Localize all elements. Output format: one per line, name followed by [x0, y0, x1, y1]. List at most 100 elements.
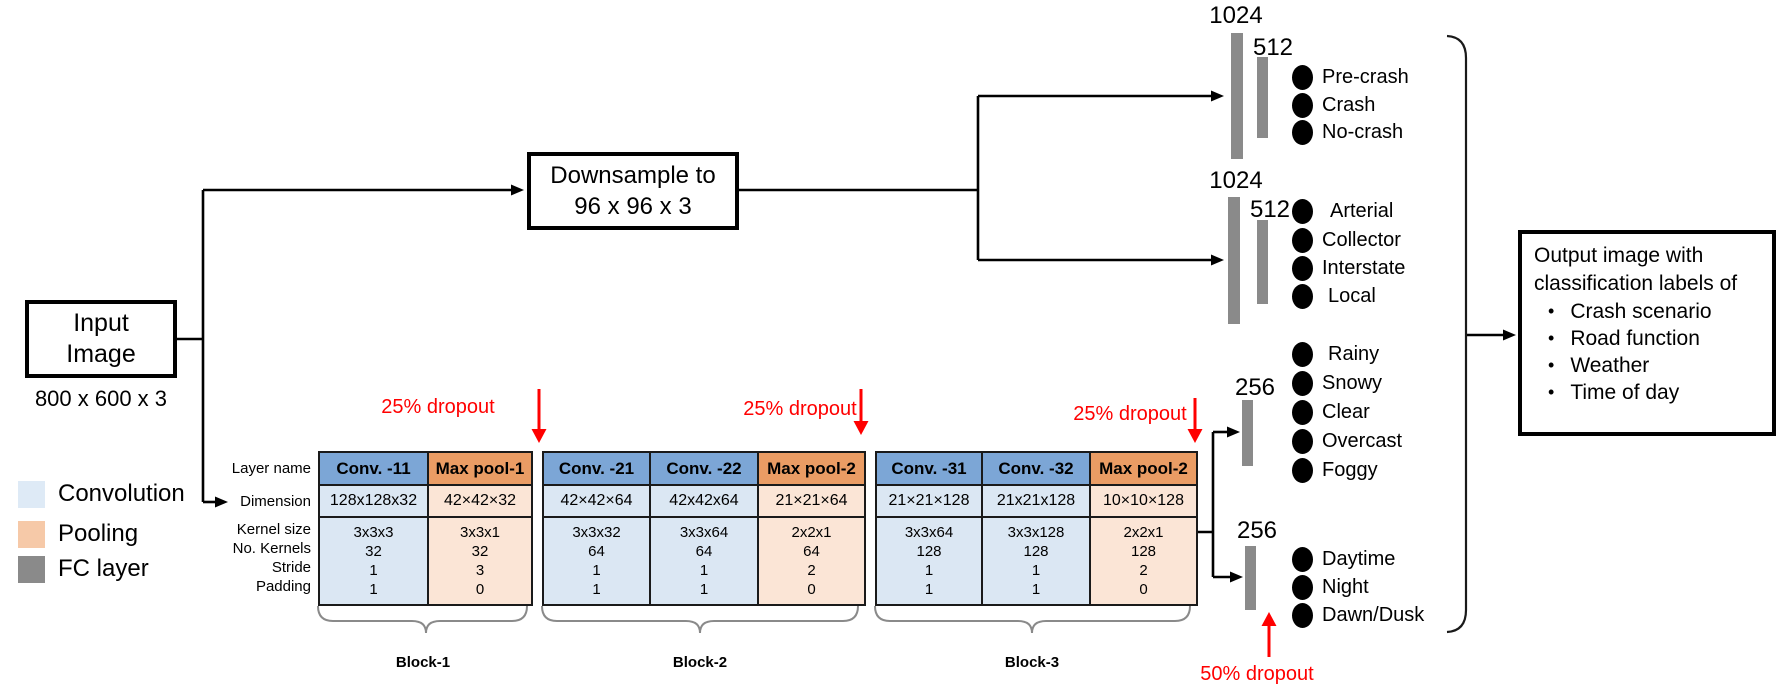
fc-bar-256-time: [1245, 546, 1256, 610]
fc-size-1024-road: 1024: [1209, 167, 1263, 194]
dropout-arrowhead-2: [853, 421, 869, 435]
class-item: Crash: [1292, 92, 1375, 118]
kernel-params-cell: 3x3x1 32 3 0: [427, 516, 533, 606]
class-dot-icon: [1292, 341, 1313, 367]
class-label: Night: [1322, 575, 1369, 598]
padding-value: 1: [699, 581, 709, 598]
block-2-label: Block-2: [672, 654, 728, 671]
row-label-kernel-size: Kernel size: [236, 521, 311, 538]
kernel-params-cell: 2x2x1 64 2 0: [757, 516, 866, 606]
pooling-swatch-icon: [18, 520, 45, 548]
class-label: Local: [1328, 284, 1376, 307]
brace-block-2: [541, 605, 859, 634]
layer-name-cell: Max pool-2: [1089, 451, 1198, 486]
block-3-label: Block-3: [1004, 654, 1060, 671]
dimension-cell: 42x42x64: [649, 484, 759, 518]
dimension-cell: 21x21x128: [981, 484, 1091, 518]
block-2-header-row: Conv. -21 Conv. -22 Max pool-2: [542, 451, 866, 486]
black-connectors: [177, 94, 1503, 579]
class-dot-icon: [1292, 546, 1313, 572]
input-label-line2: Image: [66, 340, 136, 368]
num-kernels-value: 32: [365, 543, 382, 560]
fc-size-256-time: 256: [1236, 517, 1278, 544]
arrowhead-time-fc: [1230, 571, 1243, 583]
padding-value: 0: [1139, 581, 1148, 598]
num-kernels-value: 64: [588, 543, 605, 560]
stride-value: 1: [592, 562, 601, 579]
class-dot-icon: [1292, 64, 1313, 90]
class-label: Rainy: [1328, 342, 1380, 365]
class-item: Collector: [1292, 227, 1401, 253]
output-title-line2: classification labels of: [1534, 272, 1738, 295]
row-label-stride: Stride: [271, 559, 311, 576]
block-3-dimension-row: 21×21×128 21x21x128 10×10×128: [875, 484, 1198, 518]
fc-layer-swatch-icon: [18, 555, 45, 583]
bullet-icon: •: [1548, 355, 1555, 375]
row-label-layer-name: Layer name: [231, 460, 311, 477]
fc-bar-256-weather: [1242, 400, 1253, 466]
legend-label-pooling: Pooling: [58, 520, 139, 547]
red-dropout-arrows: [537, 389, 1271, 657]
dimension-cell: 21×21×128: [875, 484, 983, 518]
block-3-table: Conv. -31 Conv. -32 Max pool-2 21×21×128…: [875, 451, 1198, 606]
dropout-arrowhead-4: [1261, 612, 1277, 626]
class-dot-icon: [1292, 370, 1313, 396]
class-label: Arterial: [1330, 199, 1394, 222]
class-item: Arterial: [1292, 198, 1393, 224]
arrowhead-dimension: [215, 496, 228, 508]
class-label: No-crash: [1322, 120, 1404, 143]
arrowhead-crash-fc: [1211, 90, 1224, 102]
num-kernels-value: 128: [1130, 543, 1157, 560]
legend-label-convolution: Convolution: [58, 480, 185, 507]
block-braces: [317, 605, 1191, 634]
dimension-cell: 42×42×32: [427, 484, 533, 518]
kernel-size-value: 3x3x64: [679, 524, 729, 541]
dimension-cell: 10×10×128: [1089, 484, 1198, 518]
class-label: Dawn/Dusk: [1322, 603, 1425, 626]
block-1-kernel-row: 3x3x3 32 1 1 3x3x1 32 3 0: [318, 516, 533, 606]
padding-value: 1: [369, 581, 378, 598]
num-kernels-value: 128: [1023, 543, 1049, 560]
black-arrowheads: [215, 90, 1516, 583]
red-arrowheads: [531, 421, 1277, 626]
num-kernels-value: 64: [803, 543, 820, 560]
dropout-label-2: 25% dropout: [743, 398, 857, 420]
row-label-num-kernels: No. Kernels: [232, 540, 311, 557]
downsample-line1: Downsample to: [550, 162, 716, 189]
layer-name-cell: Conv. -31: [875, 451, 983, 486]
fc-size-512-crash: 512: [1252, 34, 1294, 61]
arrowhead-downsample: [511, 184, 524, 196]
brace-block-1: [317, 605, 528, 634]
stride-value: 2: [807, 562, 816, 579]
dropout-label-1: 25% dropout: [381, 396, 495, 418]
kernel-size-value: 3x3x128: [1007, 524, 1065, 541]
class-label: Crash: [1322, 93, 1376, 116]
class-label: Daytime: [1322, 547, 1396, 570]
kernel-size-value: 3x3x32: [572, 524, 621, 541]
class-label: Snowy: [1322, 371, 1383, 394]
fc-bar-512-road: [1257, 220, 1268, 304]
class-dot-icon: [1292, 92, 1313, 118]
class-item: Interstate: [1292, 255, 1405, 281]
arrowhead-weather-fc: [1227, 426, 1240, 438]
layer-name-cell: Conv. -22: [649, 451, 759, 486]
block-2-table: Conv. -21 Conv. -22 Max pool-2 42×42×64 …: [542, 451, 866, 606]
num-kernels-value: 64: [695, 543, 713, 560]
class-dot-icon: [1292, 574, 1313, 600]
class-item: Overcast: [1292, 428, 1402, 454]
class-item: Night: [1292, 574, 1369, 600]
stride-value: 3: [475, 562, 485, 579]
class-dot-icon: [1292, 283, 1313, 309]
arrowhead-road-fc: [1211, 254, 1224, 266]
class-item: Clear: [1292, 399, 1370, 425]
stride-value: 1: [369, 562, 378, 579]
dropout-label-4: 50% dropout: [1200, 663, 1314, 685]
class-item: Daytime: [1292, 546, 1395, 572]
num-kernels-value: 128: [916, 543, 942, 560]
layer-name-cell: Conv. -11: [318, 451, 429, 486]
output-item: •Crash scenario: [1534, 298, 1712, 325]
fc-size-1024-crash: 1024: [1209, 2, 1263, 29]
fc-size-512-road: 512: [1249, 196, 1291, 223]
fc-size-256-weather: 256: [1234, 374, 1276, 401]
